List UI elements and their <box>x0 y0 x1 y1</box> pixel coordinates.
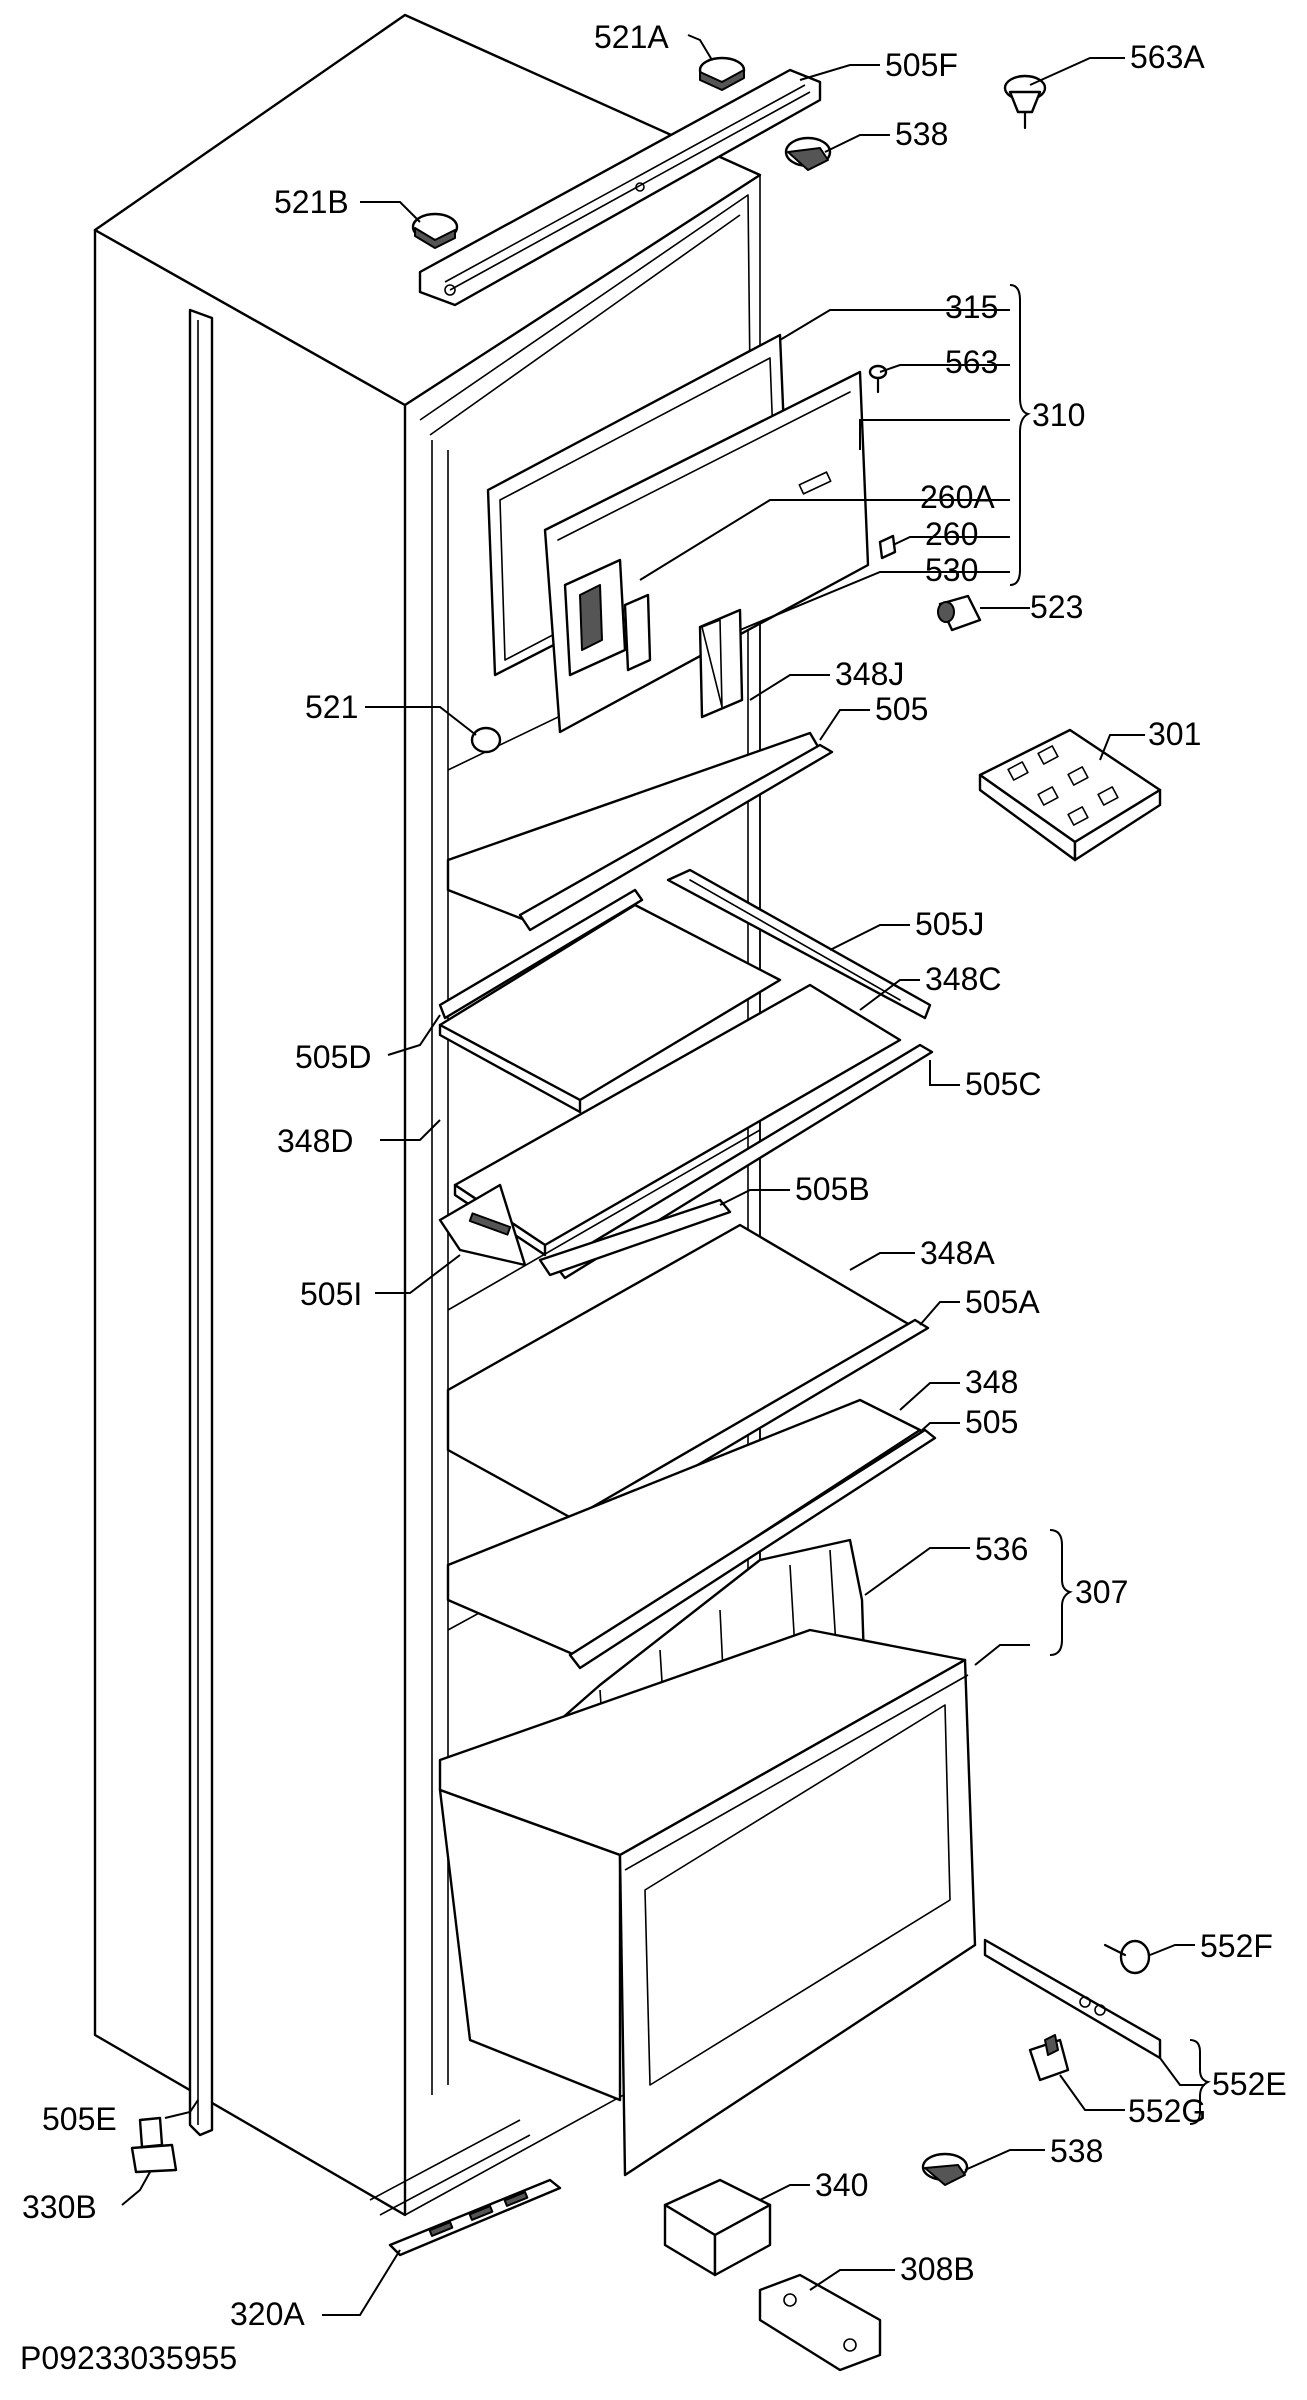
knob-521 <box>470 726 502 754</box>
bottom-hinge-308B <box>758 2273 882 2372</box>
callout-348J: 348J <box>835 656 904 692</box>
bottom-rail-320A <box>388 2178 562 2257</box>
callout-505D: 505D <box>295 1039 372 1075</box>
hinge-bushing-538-top <box>784 136 832 171</box>
top-hinge-rail <box>418 68 822 307</box>
callout-301: 301 <box>1148 716 1201 752</box>
callout-505A: 505A <box>965 1284 1040 1320</box>
callout-348C: 348C <box>925 961 1002 997</box>
rail-505B <box>538 1198 732 1277</box>
callout-330B: 330B <box>22 2189 97 2225</box>
callout-521B: 521B <box>274 184 349 220</box>
freezer-flap-door <box>543 370 870 734</box>
leader-lines <box>121 34 1205 2316</box>
document-code: P09233035955 <box>20 2340 238 2376</box>
callout-348D: 348D <box>277 1123 354 1159</box>
shelf-348D <box>438 903 782 1114</box>
callout-310: 310 <box>1032 397 1085 433</box>
flap-bracket-530 <box>698 608 744 719</box>
callout-340: 340 <box>815 2167 868 2203</box>
ice-cube-tray <box>978 728 1162 862</box>
door-seal-strip <box>188 308 214 2137</box>
callout-505J: 505J <box>915 906 984 942</box>
screw-552F <box>1103 1939 1151 1975</box>
callout-505F: 505F <box>885 47 958 83</box>
callout-260A: 260A <box>920 479 995 515</box>
callout-260: 260 <box>925 516 978 552</box>
screw-563 <box>868 364 888 394</box>
group-bracket-310 <box>1009 284 1031 586</box>
glass-shelf-348 <box>446 1398 937 1670</box>
callout-505-bottom: 505 <box>965 1404 1018 1440</box>
callout-315: 315 <box>945 289 998 325</box>
callout-505I: 505I <box>300 1276 362 1312</box>
clip-552G <box>1028 2034 1070 2082</box>
hinge-bushing-538-bottom <box>921 2152 969 2186</box>
callout-563A: 563A <box>1130 39 1205 75</box>
group-bracket-307 <box>1049 1529 1073 1656</box>
callout-521A: 521A <box>594 19 669 55</box>
rail-505J <box>666 868 932 1020</box>
callout-505-top: 505 <box>875 691 928 727</box>
crisper-drawer <box>438 1628 977 2177</box>
callout-563: 563 <box>945 344 998 380</box>
callout-348: 348 <box>965 1364 1018 1400</box>
callout-552F: 552F <box>1200 1928 1273 1964</box>
hinge-cap-521B <box>411 212 459 249</box>
callout-538-bottom: 538 <box>1050 2133 1103 2169</box>
callout-552G: 552G <box>1128 2093 1206 2129</box>
rail-505D <box>438 888 644 1020</box>
group-bracket-552E <box>1189 2039 1211 2125</box>
callout-536: 536 <box>975 1531 1028 1567</box>
callout-307: 307 <box>1075 1574 1128 1610</box>
screw-563A <box>1003 74 1047 130</box>
rail-505C <box>553 1043 934 1280</box>
callout-320A: 320A <box>230 2296 305 2332</box>
clip-260 <box>878 534 897 560</box>
hinge-cap-521A <box>698 56 746 91</box>
callout-521: 521 <box>305 689 358 725</box>
callout-348A: 348A <box>920 1235 995 1271</box>
callout-523: 523 <box>1030 589 1083 625</box>
foot-330B <box>130 2116 178 2174</box>
switch-523 <box>937 594 982 632</box>
callout-530: 530 <box>925 552 978 588</box>
callout-552E: 552E <box>1212 2066 1287 2102</box>
callout-308B: 308B <box>900 2251 975 2287</box>
callout-labels: 521A 505F 563A 538 521B 315 563 310 260A… <box>22 19 1287 2332</box>
block-340 <box>663 2178 772 2277</box>
glass-shelf-348J <box>446 731 834 932</box>
callout-505C: 505C <box>965 1066 1042 1102</box>
callout-505E: 505E <box>42 2101 117 2137</box>
rail-505I <box>438 1183 527 1267</box>
callout-505B: 505B <box>795 1171 870 1207</box>
callout-538-top: 538 <box>895 116 948 152</box>
